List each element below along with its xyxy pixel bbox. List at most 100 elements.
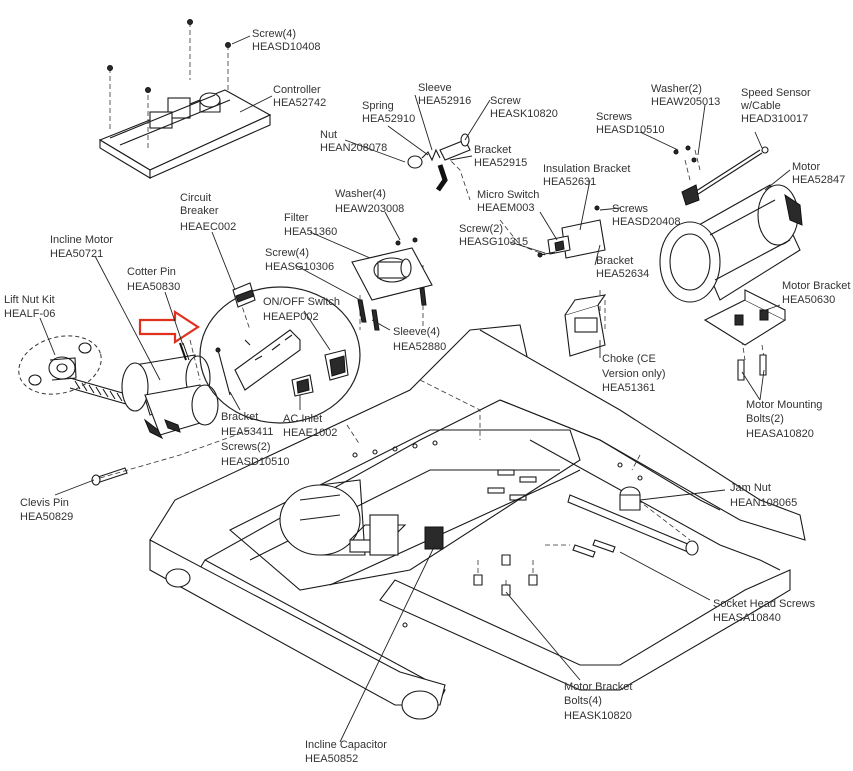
label-bracket-52634-pn: HEA52634	[596, 268, 649, 280]
label-circuit-breaker-pn: HEAEC002	[180, 221, 236, 233]
label-sleeve-4: Sleeve(4)	[393, 326, 440, 338]
capacitor-block	[349, 514, 444, 556]
label-incline-motor-pn: HEA50721	[50, 248, 103, 260]
label-screws-2-bracket-pn: HEASD10510	[221, 456, 290, 468]
label-choke-2: Version only)	[602, 368, 666, 380]
label-nut: Nut	[320, 129, 337, 141]
label-jam-nut-pn: HEAN108065	[730, 497, 797, 509]
label-screws-2-bracket: Screws(2)	[221, 441, 271, 453]
filter-board	[351, 237, 433, 331]
label-lift-nut-kit-pn: HEALF-06	[4, 308, 55, 320]
micro-switch-assembly	[537, 205, 606, 259]
label-motor-mounting-2: Bolts(2)	[746, 413, 784, 425]
label-motor-pn: HEA52847	[792, 174, 845, 186]
label-bracket-52915: Bracket	[474, 144, 511, 156]
label-choke-pn: HEA51361	[602, 382, 655, 394]
label-motor-bracket-pn: HEA50630	[782, 294, 835, 306]
label-socket-head-screws-pn: HEASA10840	[713, 612, 781, 624]
drive-motor	[659, 184, 803, 303]
label-screws-10510: Screws	[596, 111, 633, 123]
label-controller: Controller	[273, 84, 321, 96]
label-controller-pn: HEA52742	[273, 97, 326, 109]
label-screw-2-mid-pn: HEASG10315	[459, 236, 528, 248]
label-circuit-breaker-2: Breaker	[180, 205, 219, 217]
label-lift-nut-kit: Lift Nut Kit	[4, 294, 55, 306]
label-onoff-switch-pn: HEAEP002	[263, 311, 319, 323]
cotter-pin	[179, 342, 190, 361]
label-incline-capacitor: Incline Capacitor	[305, 739, 387, 751]
label-sleeve: Sleeve	[418, 82, 452, 94]
label-cotter-pin-pn: HEA50830	[127, 281, 180, 293]
callout-arrow	[138, 309, 201, 345]
label-screws-10510-pn: HEASD10510	[596, 124, 665, 136]
label-washer-2-pn: HEAW205013	[651, 96, 720, 108]
label-socket-head-screws: Socket Head Screws	[713, 598, 816, 610]
label-motor-bracket-bolts-1: Motor Bracket	[564, 681, 632, 693]
label-speed-sensor-2: w/Cable	[740, 100, 781, 112]
label-motor-bracket-bolts-pn: HEASK10820	[564, 710, 632, 722]
motor-bracket-bolts	[473, 554, 538, 596]
label-motor: Motor	[792, 161, 820, 173]
choke	[564, 294, 607, 357]
label-screws-20408-pn: HEASD20408	[612, 216, 681, 228]
label-speed-sensor-pn: HEAD310017	[741, 113, 808, 125]
label-incline-motor: Incline Motor	[50, 234, 113, 246]
label-bracket-52634: Bracket	[596, 255, 633, 267]
label-bracket-53411-pn: HEA53411	[221, 426, 273, 438]
label-sleeve-4-pn: HEA52880	[393, 341, 446, 353]
part-labels: Screw(4) HEASD10408 Controller HEA52742 …	[4, 28, 850, 765]
label-bracket-52915-pn: HEA52915	[474, 157, 527, 169]
label-screw-top-pn: HEASD10408	[252, 41, 321, 53]
label-ac-inlet: AC Inlet	[283, 413, 322, 425]
label-nut-pn: HEAN208078	[320, 142, 387, 154]
lift-nut-kit	[18, 335, 102, 395]
label-motor-mounting-pn: HEASA10820	[746, 428, 814, 440]
label-micro-switch-pn: HEAEM003	[477, 202, 534, 214]
label-filter-pn: HEA51360	[284, 226, 337, 238]
label-washer-2: Washer(2)	[651, 83, 702, 95]
controller-screws	[107, 19, 231, 150]
label-clevis-pin-pn: HEA50829	[20, 511, 73, 523]
label-insulation-bracket-pn: HEA52631	[543, 176, 596, 188]
label-cotter-pin: Cotter Pin	[127, 266, 176, 278]
label-motor-bracket-bolts-2: Bolts(4)	[564, 695, 602, 707]
incline-motor	[69, 354, 219, 440]
label-circuit-breaker-1: Circuit	[180, 192, 211, 204]
switch-assembly-callout	[199, 282, 361, 424]
jam-nut-assembly	[567, 486, 699, 556]
label-jam-nut: Jam Nut	[730, 482, 771, 494]
label-screw-4-filter: Screw(4)	[265, 247, 309, 259]
frame-drive-roller	[279, 479, 366, 556]
washers-screws-right	[673, 145, 697, 163]
label-ac-inlet-pn: HEAE1002	[283, 427, 337, 439]
label-incline-capacitor-pn: HEA50852	[305, 753, 358, 765]
clevis-pin	[91, 467, 128, 486]
label-screw-4-filter-pn: HEASG10306	[265, 261, 334, 273]
label-screw-top: Screw(4)	[252, 28, 296, 40]
sleeve-assembly	[407, 133, 471, 192]
label-screw-sleeve-pn: HEASK10820	[490, 108, 558, 120]
socket-head-screws	[572, 539, 616, 558]
label-filter: Filter	[284, 212, 309, 224]
label-insulation-bracket: Insulation Bracket	[543, 163, 630, 175]
label-choke-1: Choke (CE	[602, 353, 656, 365]
leader-lines	[39, 35, 791, 743]
speed-sensor	[681, 146, 769, 206]
treadmill-frame	[149, 324, 806, 720]
label-sleeve-pn: HEA52916	[418, 95, 471, 107]
label-clevis-pin: Clevis Pin	[20, 497, 69, 509]
label-spring-pn: HEA52910	[362, 113, 415, 125]
label-onoff-switch: ON/OFF Switch	[263, 296, 340, 308]
label-screw-2-mid: Screw(2)	[459, 223, 503, 235]
label-washer-4-pn: HEAW203008	[335, 203, 404, 215]
label-speed-sensor-1: Speed Sensor	[741, 87, 811, 99]
label-washer-4: Washer(4)	[335, 188, 386, 200]
label-screw-sleeve: Screw	[490, 95, 521, 107]
label-bracket-53411: Bracket	[221, 411, 258, 423]
controller-board	[98, 89, 272, 179]
motor-bracket	[703, 289, 787, 381]
label-spring: Spring	[362, 100, 394, 112]
label-micro-switch: Micro Switch	[477, 189, 539, 201]
